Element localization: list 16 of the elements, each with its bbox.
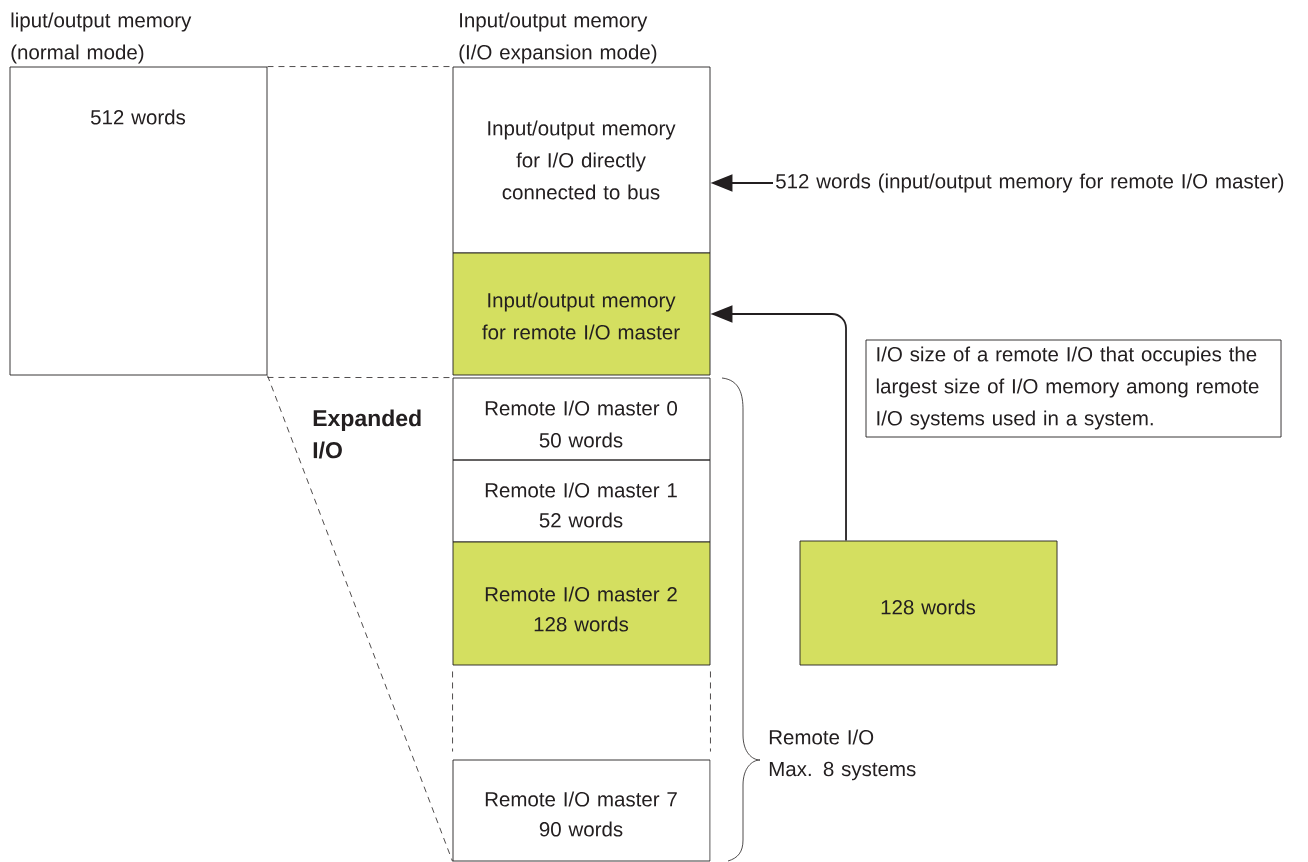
memory-block: Remote I/O master 2 128 words (452, 541, 711, 666)
memory-block: Remote I/O master 0 50 words (452, 377, 711, 461)
memory-block: Remote I/O master 7 90 words (452, 759, 711, 862)
brace-label: Max. 8 systems (769, 761, 916, 781)
dashed-line (710, 671, 711, 752)
dashed-line (267, 375, 453, 862)
note-box: I/O size of a remote I/O that occupies the largest size of I/O memory among remote I/O systems used in a system. (865, 339, 1282, 438)
memory-block: Input/output memory for remote I/O master (452, 252, 711, 376)
heading: Input/output memory (I/O expansion mode) (459, 12, 657, 64)
memory-block: 512 words (9, 66, 268, 376)
memory-block: 128 words (799, 540, 1058, 666)
annotation-text: 512 words (input/output memory for remote I/O master) (776, 173, 1284, 193)
brace-label: Remote I/O (769, 729, 874, 745)
section-label: Expanded I/O (313, 409, 421, 459)
dashed-line (452, 671, 453, 752)
heading: liput/output memory (normal mode) (11, 12, 192, 64)
